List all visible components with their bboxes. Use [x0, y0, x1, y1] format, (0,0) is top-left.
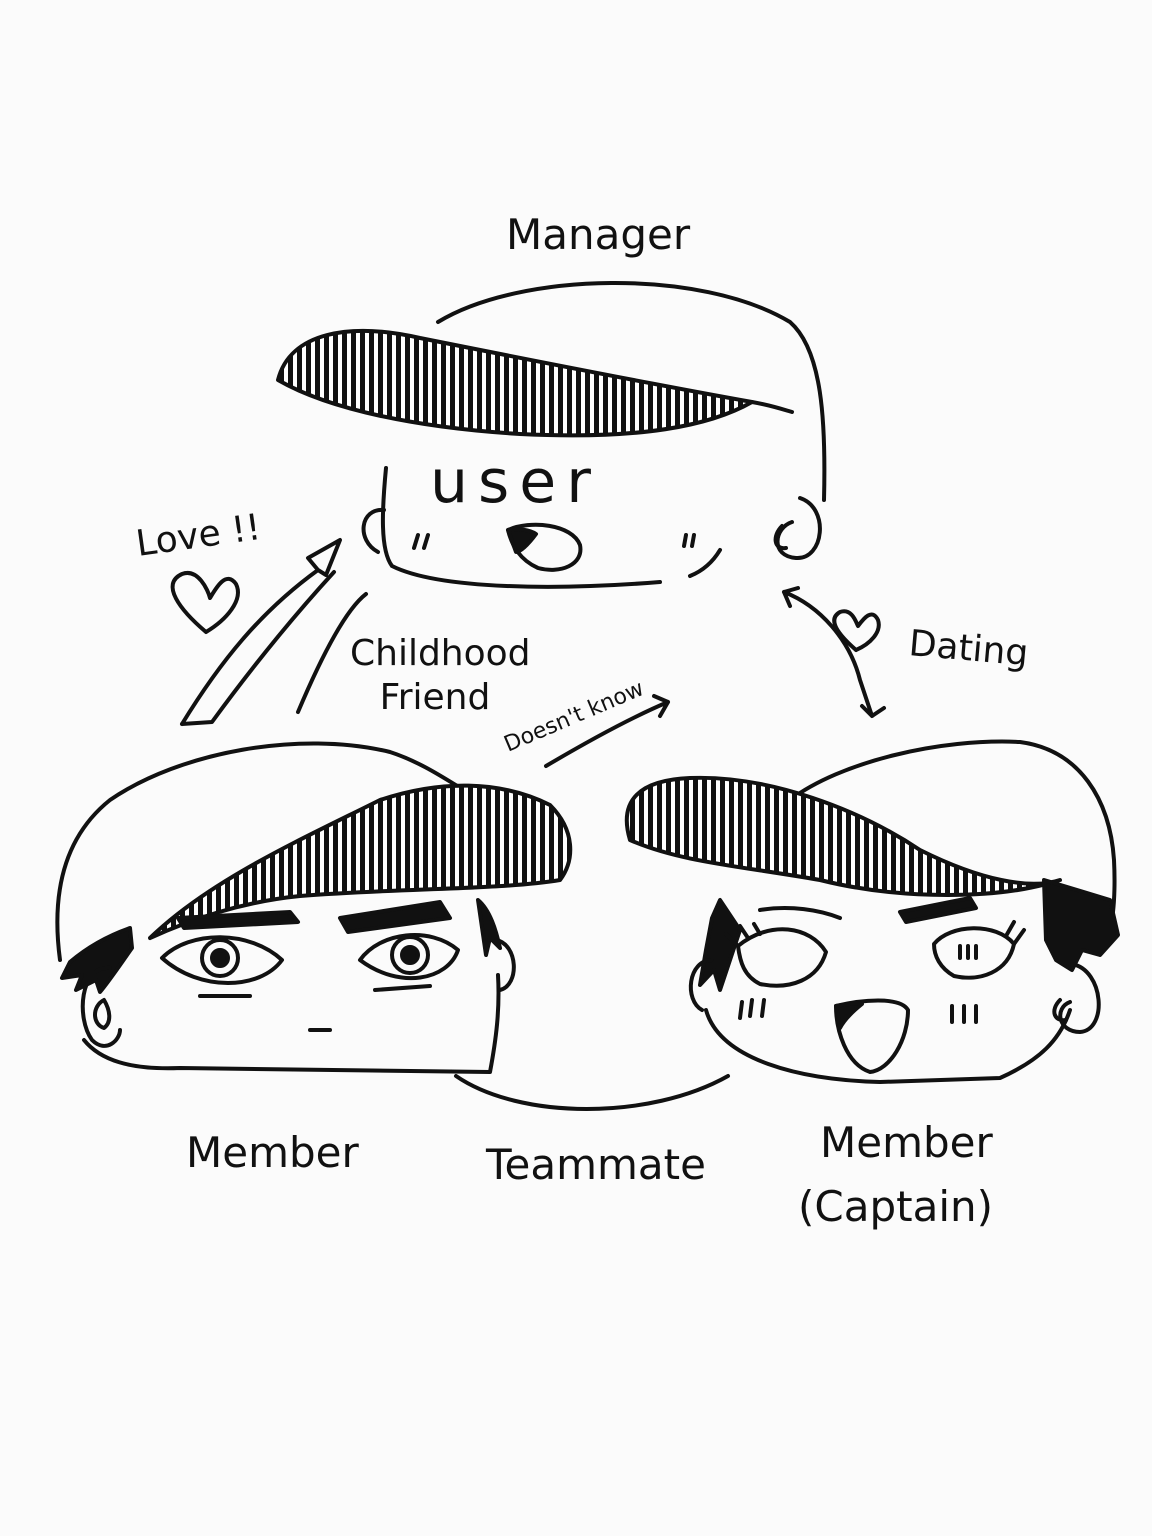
left-brow-left — [176, 910, 300, 930]
left-ear-inner — [93, 998, 112, 1030]
left-hair-tuft — [60, 926, 134, 994]
manager-cap-brim-edge — [750, 400, 794, 414]
left-pupil-left-core — [210, 948, 230, 968]
right-blush-right — [950, 1004, 978, 1024]
right-mouth — [834, 998, 910, 1074]
right-ear-right-inner — [1052, 998, 1068, 1023]
right-hair-left — [698, 898, 742, 992]
captain-label: (Captain) — [798, 1182, 993, 1231]
left-eye-right — [358, 933, 460, 981]
dating-arrow — [782, 586, 886, 718]
right-member-label: Member — [820, 1118, 993, 1167]
manager-mouth — [506, 522, 583, 572]
love-arrow — [180, 538, 342, 726]
left-ear — [80, 965, 122, 1048]
right-hair-right — [1042, 878, 1120, 972]
right-face-outline — [704, 1008, 1072, 1084]
manager-ear-left — [361, 507, 386, 554]
manager-blush-left — [412, 533, 430, 550]
manager-cap-brim — [276, 328, 754, 438]
love-heart-icon — [170, 571, 240, 634]
right-captain-character — [624, 739, 1120, 1084]
right-ear-right — [1058, 962, 1101, 1034]
right-mouth-fill — [834, 1001, 864, 1030]
right-eye-right — [932, 926, 1016, 980]
right-blush-left — [738, 998, 766, 1020]
childhood-friend-text: Childhood Friend — [350, 633, 531, 718]
manager-cheek-right — [688, 548, 722, 578]
left-cap-crown — [55, 741, 484, 962]
left-hair-right — [476, 898, 502, 957]
doesnt-know-label: Doesn't know — [501, 676, 648, 757]
left-eye-right-lower — [373, 984, 432, 992]
manager-blush-right — [682, 533, 696, 548]
right-ear-left — [688, 958, 714, 1012]
teammate-line — [454, 1074, 730, 1111]
manager-cap-crown — [436, 281, 827, 502]
manager-ear-right-inner — [773, 524, 788, 551]
manager-mouth-fill — [506, 527, 538, 554]
left-face-outline — [82, 973, 501, 1074]
childhood-friend-line — [296, 592, 368, 714]
left-member-character — [55, 741, 573, 1074]
dating-label: Dating — [907, 623, 1030, 674]
teammate-label: Teammate — [486, 1140, 706, 1189]
right-eye-right-lashes — [1004, 920, 1026, 946]
left-brow-right — [338, 900, 452, 934]
left-cap-brim — [148, 783, 573, 940]
left-member-label: Member — [186, 1128, 359, 1177]
right-eye-left — [736, 927, 828, 988]
dating-heart-icon — [832, 609, 881, 652]
left-pupil-right — [390, 935, 430, 975]
right-brow-right — [898, 896, 978, 924]
face-user-label: user — [430, 447, 601, 517]
right-eye-right-shine — [958, 944, 978, 960]
left-pupil-right-core — [400, 945, 420, 965]
right-eye-left-lashes — [724, 922, 762, 948]
right-cap-crown — [788, 739, 1117, 937]
right-brow-left — [758, 906, 842, 920]
childhood-friend-label: Childhood Friend — [350, 632, 531, 720]
left-eye-left — [160, 935, 284, 985]
manager-face-outline — [380, 466, 662, 589]
manager-character — [276, 281, 827, 589]
left-ear-right — [494, 938, 516, 992]
love-label: Love !! — [134, 507, 264, 565]
left-pupil-left — [200, 938, 240, 978]
manager-label: Manager — [506, 210, 691, 259]
manager-ear-right — [775, 496, 822, 561]
doesnt-know-arrow — [544, 694, 670, 768]
right-cap-brim — [624, 775, 1062, 897]
